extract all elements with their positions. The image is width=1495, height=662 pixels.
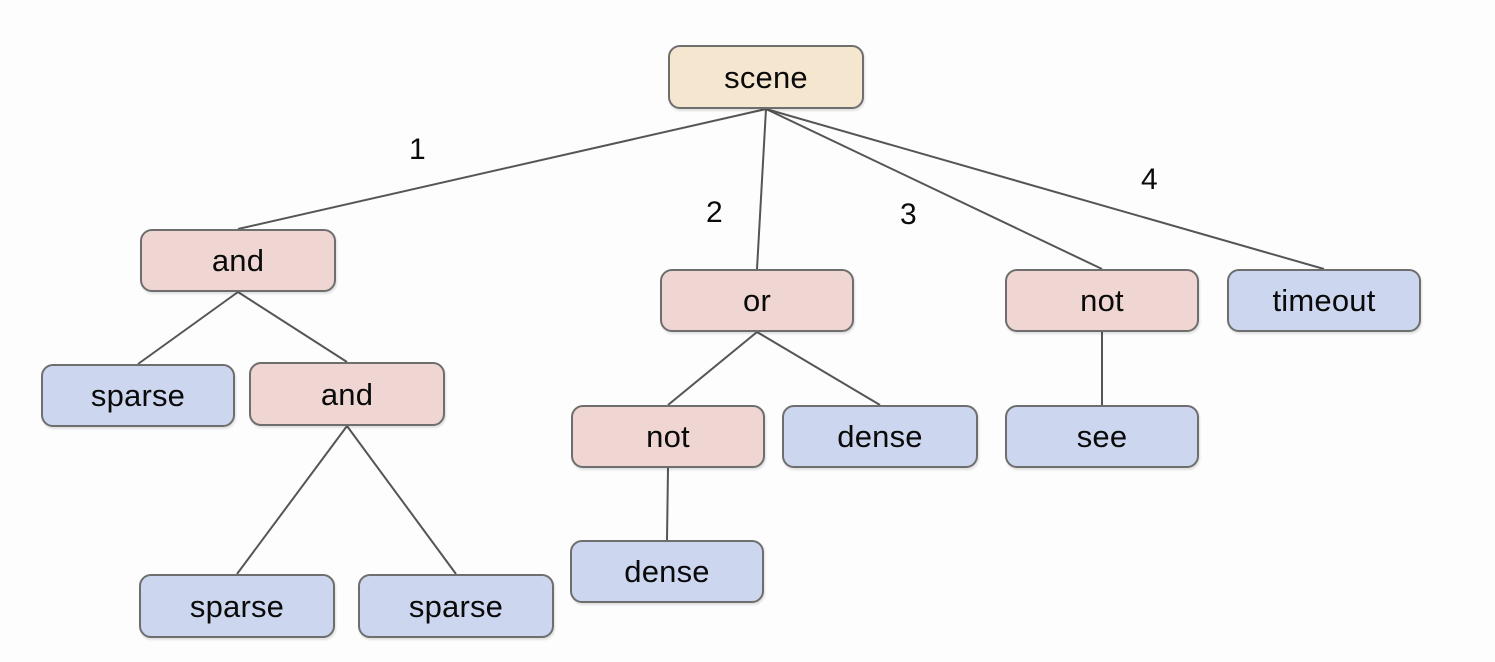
edge-scene-and1 <box>237 108 767 230</box>
node-label: or <box>743 283 771 318</box>
node-label: scene <box>724 59 808 95</box>
edge-label-2: 2 <box>706 196 723 229</box>
edge-not1-dense2 <box>666 467 669 541</box>
node-label: dense <box>837 419 923 454</box>
node-sparse1[interactable]: sparse <box>41 364 235 427</box>
edge-and1-sparse1 <box>137 291 239 365</box>
node-label: see <box>1076 419 1128 454</box>
node-label: not <box>1080 283 1124 318</box>
node-not2[interactable]: not <box>1005 269 1199 332</box>
node-scene[interactable]: scene <box>668 45 864 109</box>
edge-label-3: 3 <box>900 198 917 231</box>
node-label: dense <box>624 554 710 589</box>
node-and2[interactable]: and <box>249 362 445 426</box>
node-label: sparse <box>90 378 186 413</box>
edge-scene-not2 <box>765 108 1103 270</box>
node-not1[interactable]: not <box>571 405 765 468</box>
edge-and1-and2 <box>237 291 348 363</box>
node-label: timeout <box>1272 283 1376 318</box>
node-label: sparse <box>408 588 504 624</box>
node-label: sparse <box>189 588 285 624</box>
node-label: and <box>320 376 374 412</box>
edge-scene-or1 <box>756 108 767 270</box>
edge-and2-sparse3 <box>346 425 457 575</box>
node-sparse3[interactable]: sparse <box>358 574 554 638</box>
node-and1[interactable]: and <box>140 229 336 292</box>
edge-label-1: 1 <box>409 133 426 166</box>
node-see[interactable]: see <box>1005 405 1199 468</box>
edge-or1-dense1 <box>756 331 881 406</box>
node-label: not <box>646 419 690 454</box>
node-timeout[interactable]: timeout <box>1227 269 1421 332</box>
node-dense2[interactable]: dense <box>570 540 764 603</box>
edge-scene-timeout <box>765 108 1325 270</box>
node-or1[interactable]: or <box>660 269 854 332</box>
node-dense1[interactable]: dense <box>782 405 978 468</box>
edge-label-4: 4 <box>1141 163 1158 196</box>
edge-or1-not1 <box>667 331 758 406</box>
node-sparse2[interactable]: sparse <box>139 574 335 638</box>
node-label: and <box>211 243 265 278</box>
edge-and2-sparse2 <box>236 425 348 575</box>
